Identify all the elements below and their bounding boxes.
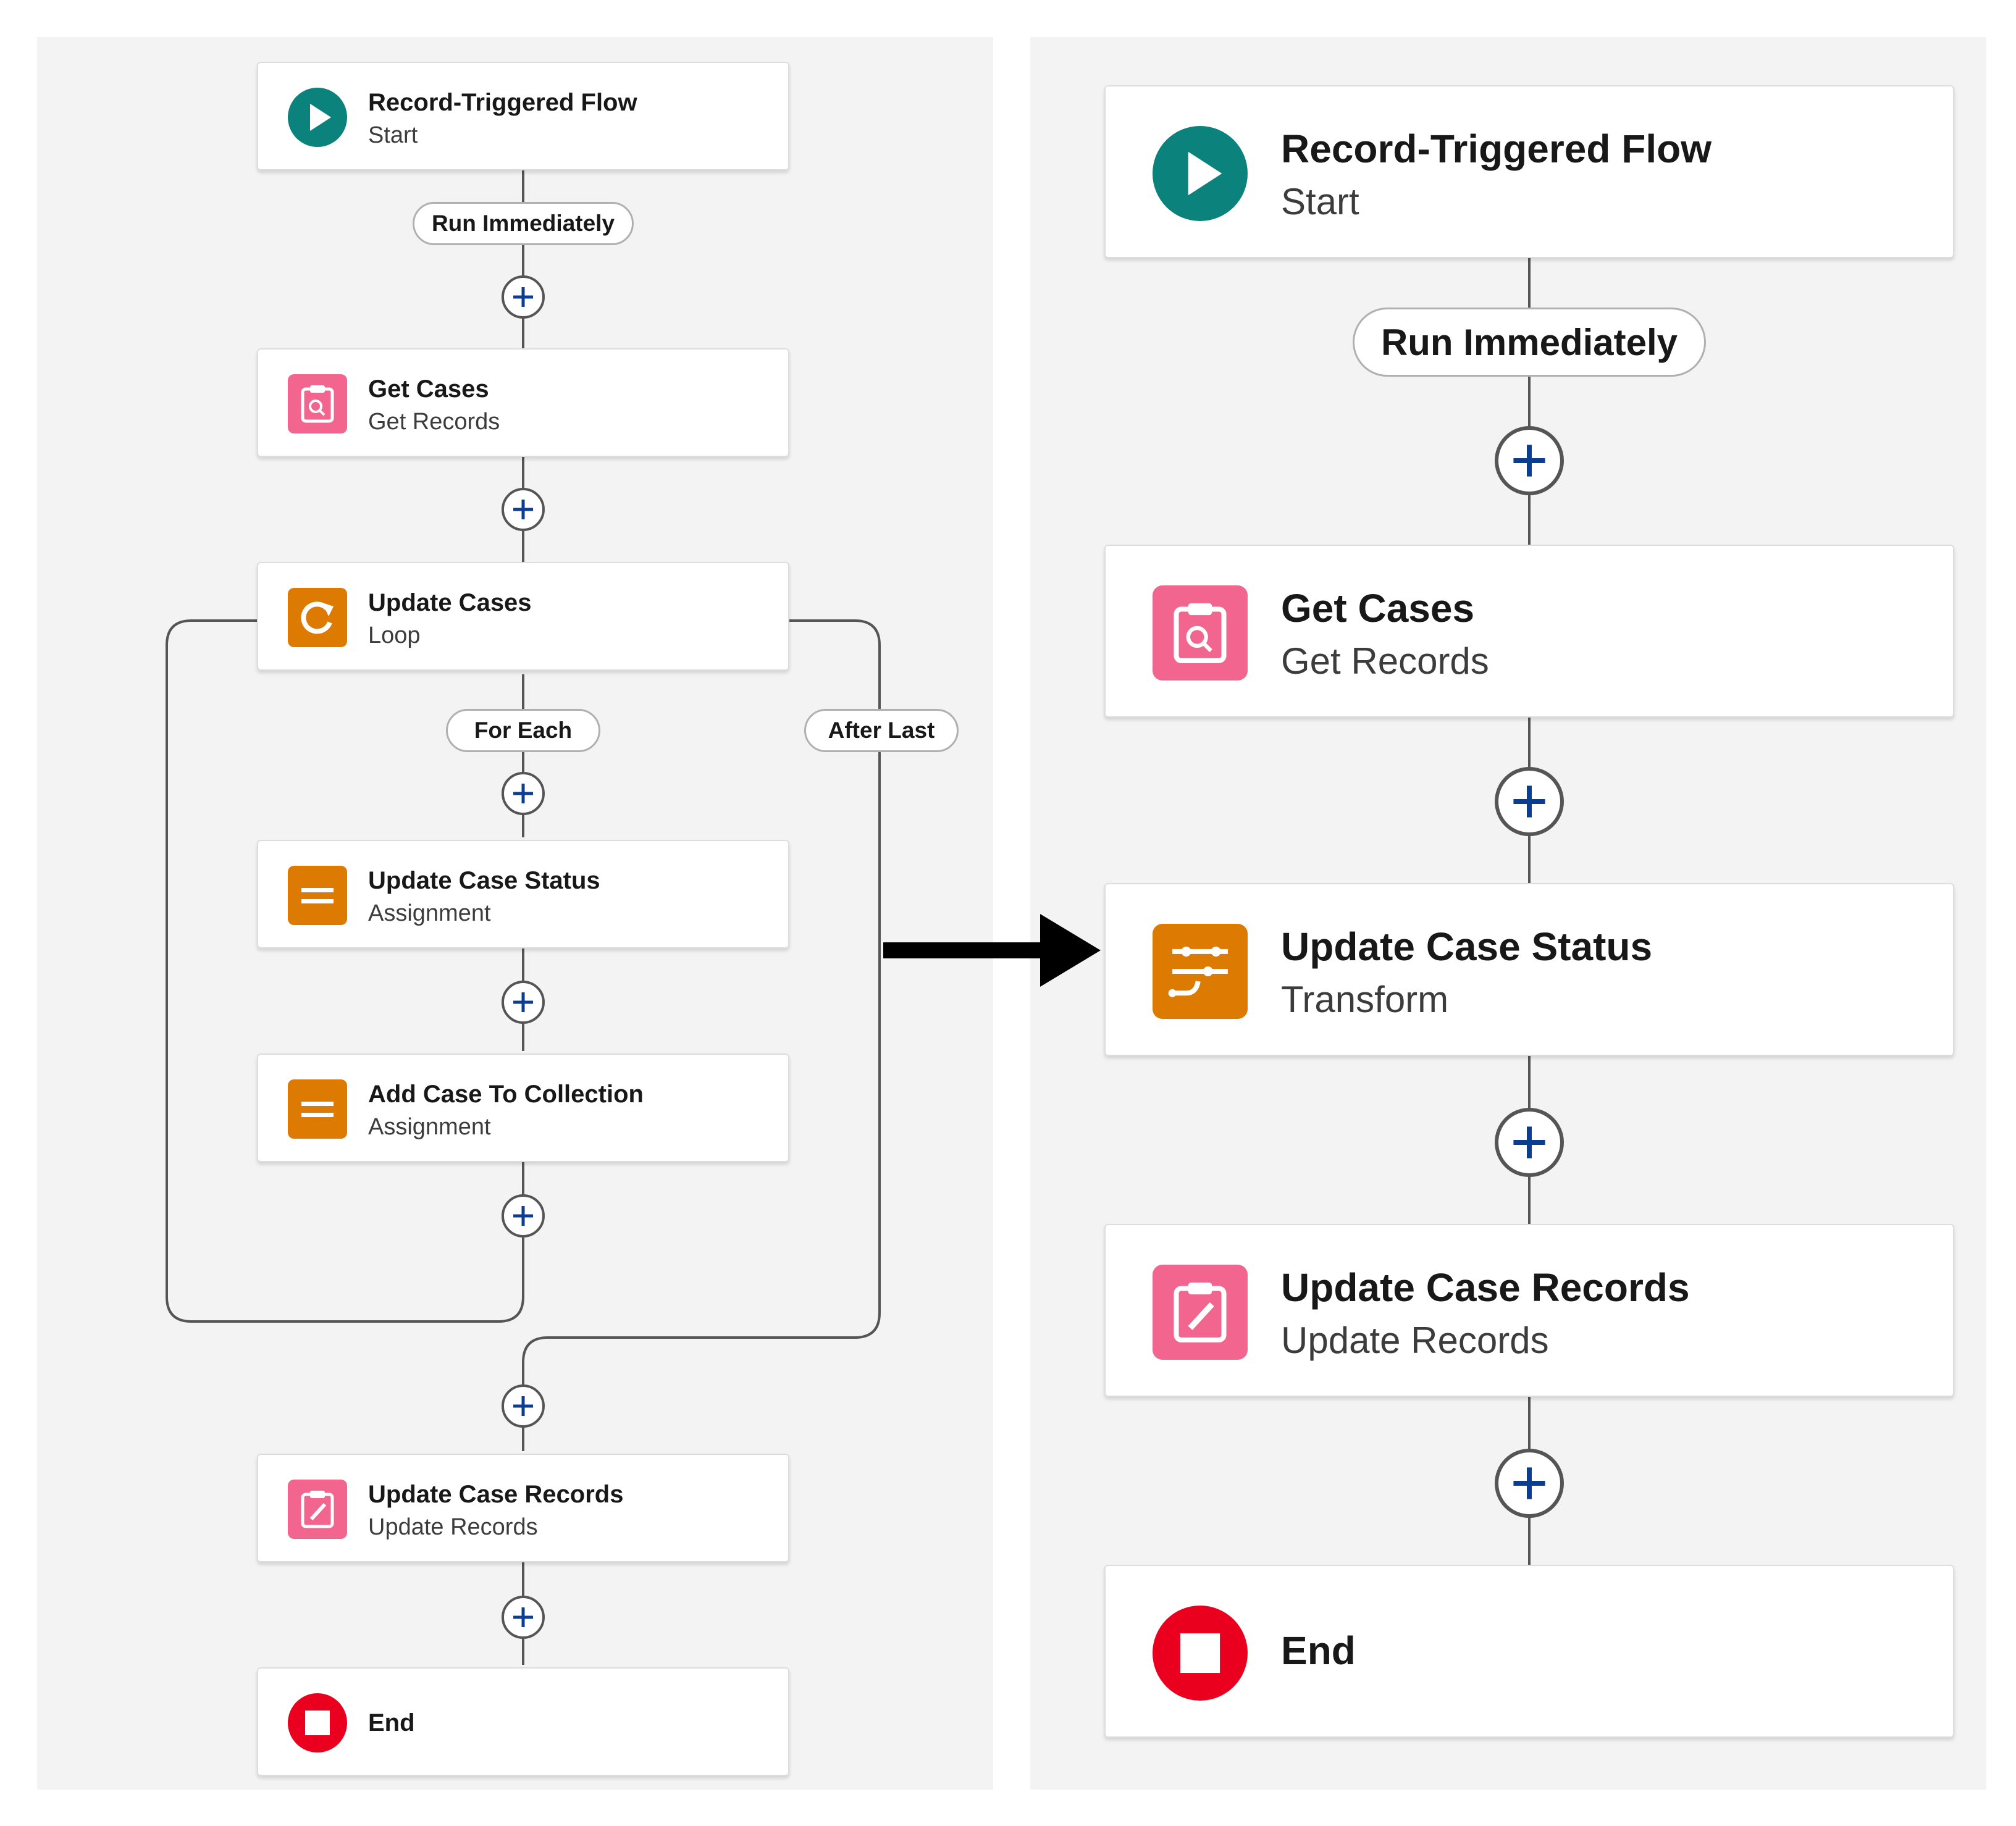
update-case-records-node[interactable]: Update Case Records Update Records [257,1454,789,1562]
node-title: End [368,1709,415,1736]
node-title: Update Case Records [368,1481,624,1508]
add-element-button[interactable] [502,275,545,319]
end-node[interactable]: End [257,1667,789,1776]
after-last-label[interactable]: After Last [804,709,959,752]
node-subtitle: Update Records [1281,1320,1549,1361]
add-element-button[interactable] [1495,1449,1564,1518]
update-case-status-node[interactable]: Update Case Status Assignment [257,840,789,949]
plus-icon [513,287,533,307]
node-title: Get Cases [1281,586,1475,630]
plus-icon [513,1396,533,1416]
node-title: Add Case To Collection [368,1081,644,1108]
start-node[interactable]: Record-Triggered Flow Start [1104,85,1954,258]
plus-icon [1513,785,1545,818]
node-subtitle: Loop [368,622,421,648]
plus-icon [513,500,533,519]
node-title: Update Cases [368,589,532,616]
node-subtitle: Assignment [368,900,491,926]
node-title: Update Case Status [1281,924,1653,969]
add-element-button[interactable] [1495,767,1564,836]
start-node[interactable]: Record-Triggered Flow Start [257,62,789,170]
run-immediately-label[interactable]: Run Immediately [1353,308,1706,377]
node-title: Get Cases [368,375,489,403]
add-element-button[interactable] [502,1596,545,1639]
plus-icon [513,1607,533,1627]
node-subtitle: Assignment [368,1114,491,1140]
node-title: Update Case Records [1281,1265,1690,1310]
node-subtitle: Get Records [368,409,500,435]
add-case-to-collection-node[interactable]: Add Case To Collection Assignment [257,1053,789,1162]
add-element-button[interactable] [502,981,545,1024]
plus-icon [1513,1467,1545,1499]
plus-icon [1513,1126,1545,1158]
add-element-button[interactable] [502,1194,545,1238]
transition-arrow-icon [883,914,1101,987]
node-title: Record-Triggered Flow [368,89,637,116]
update-cases-loop-node[interactable]: Update Cases Loop [257,562,789,671]
plus-icon [513,784,533,803]
add-element-button[interactable] [1495,1108,1564,1177]
assignment-icon [288,1079,347,1139]
update-case-status-node[interactable]: Update Case Status Transform [1104,883,1954,1056]
update-case-records-node[interactable]: Update Case Records Update Records [1104,1224,1954,1397]
for-each-label[interactable]: For Each [446,709,600,752]
clipboard-edit-icon [288,1480,347,1539]
clipboard-edit-icon [1153,1265,1248,1360]
get-cases-node[interactable]: Get Cases Get Records [1104,545,1954,718]
stop-icon [1153,1606,1248,1701]
node-subtitle: Update Records [368,1514,538,1540]
play-icon [1153,126,1248,221]
plus-icon [513,992,533,1012]
clipboard-search-icon [1153,585,1248,681]
node-subtitle: Start [368,122,418,148]
end-node[interactable]: End [1104,1565,1954,1738]
loop-icon [288,588,347,647]
plus-icon [513,1206,533,1226]
node-subtitle: Get Records [1281,640,1489,682]
add-element-button[interactable] [1495,426,1564,495]
add-element-button[interactable] [502,1384,545,1428]
add-element-button[interactable] [502,772,545,815]
get-cases-node[interactable]: Get Cases Get Records [257,348,789,457]
plus-icon [1513,445,1545,477]
run-immediately-label[interactable]: Run Immediately [413,202,634,245]
stop-icon [288,1693,347,1753]
transform-icon [1153,924,1248,1019]
node-subtitle: Start [1281,181,1359,222]
node-subtitle: Transform [1281,979,1449,1020]
node-title: Record-Triggered Flow [1281,127,1712,171]
add-element-button[interactable] [502,488,545,531]
play-icon [288,88,347,147]
assignment-icon [288,866,347,925]
node-title: End [1281,1628,1356,1673]
clipboard-search-icon [288,374,347,433]
node-title: Update Case Status [368,867,600,894]
